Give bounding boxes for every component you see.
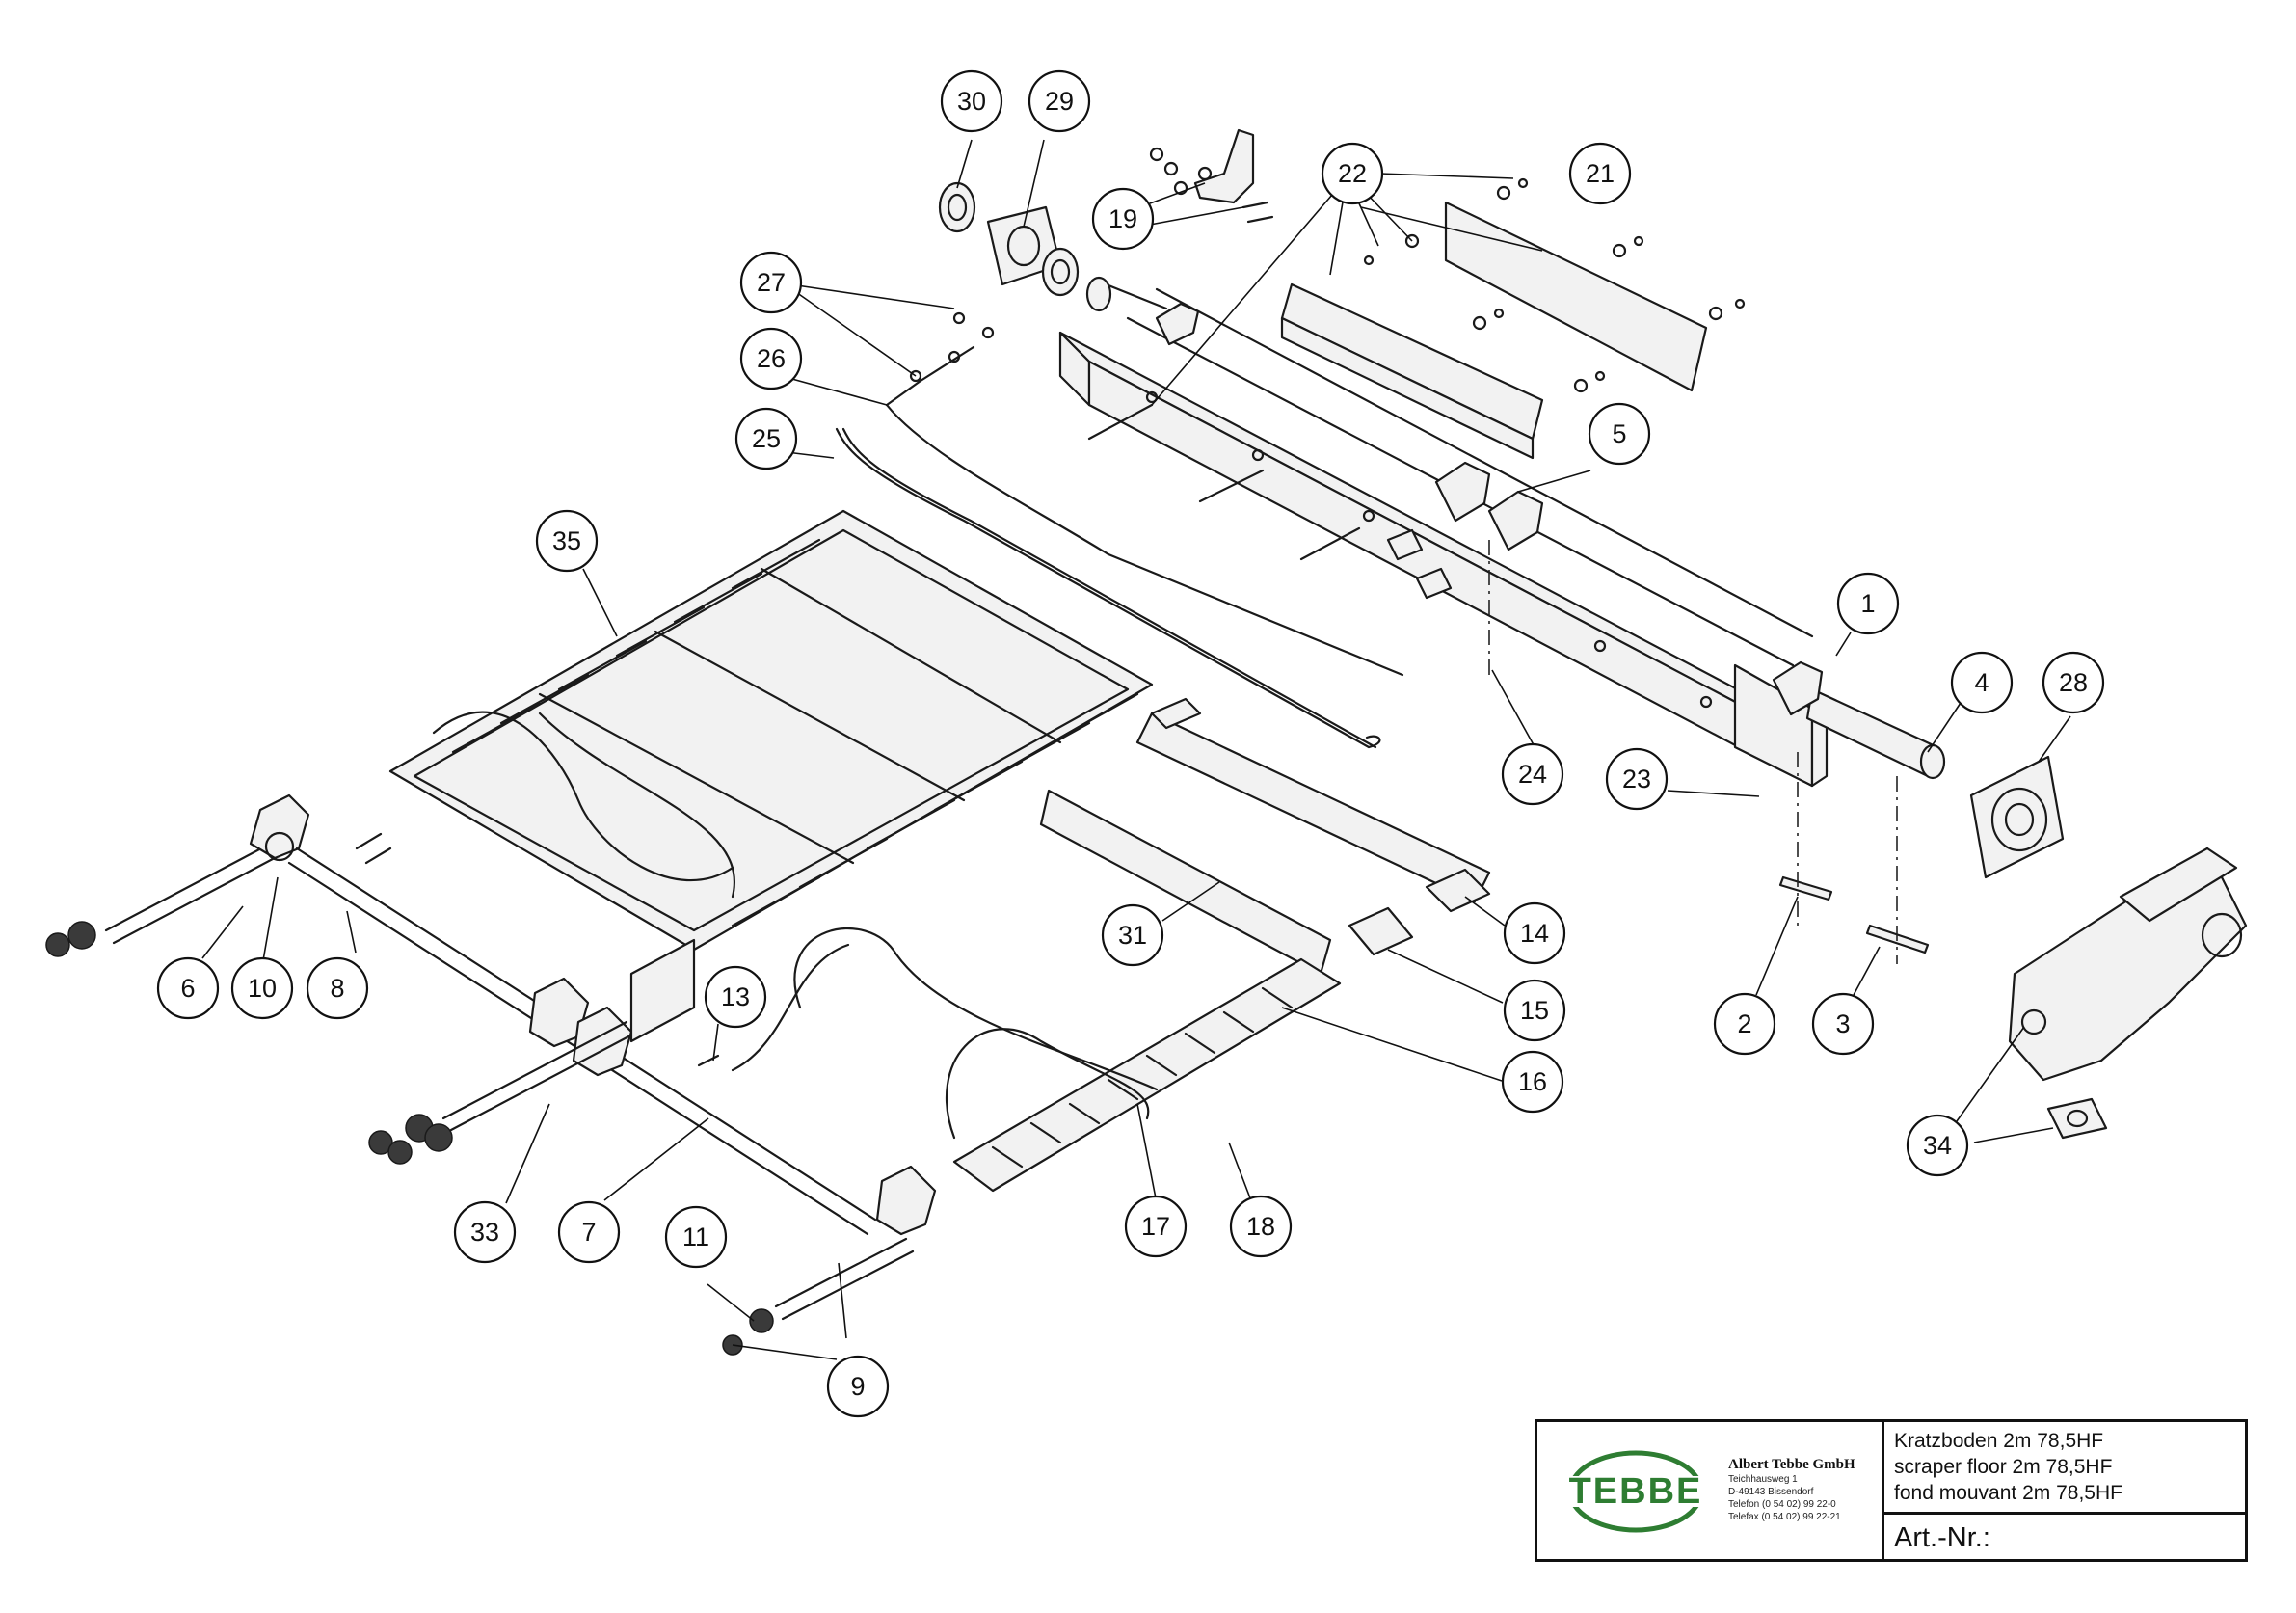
callouts: 1 2 3 4 5 6 7 8 9 10 11 13 14 15 16 17 1… (156, 69, 2105, 1418)
callout-7: 7 (557, 1200, 621, 1264)
bearing-parts (938, 128, 1274, 297)
svg-text:17: 17 (1141, 1212, 1170, 1241)
callout-26: 26 (739, 327, 803, 390)
callout-18: 18 (1229, 1195, 1293, 1258)
svg-text:19: 19 (1108, 204, 1137, 233)
company-info: Albert Tebbe GmbH Teichhausweg 1 D-49143… (1728, 1457, 1882, 1523)
callout-17: 17 (1124, 1195, 1188, 1258)
svg-text:27: 27 (757, 268, 786, 297)
svg-text:26: 26 (757, 344, 786, 373)
article-number-label: Art.-Nr.: (1894, 1522, 1990, 1553)
svg-text:14: 14 (1520, 919, 1549, 948)
svg-text:7: 7 (581, 1218, 596, 1247)
svg-text:29: 29 (1045, 87, 1074, 116)
svg-text:33: 33 (470, 1218, 499, 1247)
address-line: Teichhausweg 1 (1728, 1474, 1798, 1485)
svg-text:4: 4 (1974, 668, 1989, 697)
title-block-title-cell: Kratzboden 2m 78,5HF scraper floor 2m 78… (1884, 1422, 2245, 1559)
callout-34: 34 (1906, 1114, 1969, 1177)
fax-line: Telefax (0 54 02) 99 22-21 (1728, 1512, 1841, 1522)
svg-text:24: 24 (1518, 760, 1547, 789)
callout-9: 9 (826, 1355, 890, 1418)
svg-text:35: 35 (552, 526, 581, 555)
callout-6: 6 (156, 956, 220, 1020)
svg-text:18: 18 (1246, 1212, 1275, 1241)
callout-8: 8 (306, 956, 369, 1020)
gearbox-assembly (1969, 755, 2248, 1140)
svg-text:1: 1 (1860, 589, 1875, 618)
callout-24: 24 (1501, 742, 1564, 806)
callout-3: 3 (1811, 992, 1875, 1056)
callout-35: 35 (535, 509, 599, 573)
keys-and-centerlines (1488, 540, 1930, 964)
drawing-titles: Kratzboden 2m 78,5HF scraper floor 2m 78… (1884, 1422, 2245, 1515)
svg-text:30: 30 (957, 87, 986, 116)
title-english: scraper floor 2m 78,5HF (1894, 1456, 2113, 1478)
title-german: Kratzboden 2m 78,5HF (1894, 1430, 2104, 1452)
callout-1: 1 (1836, 572, 1900, 635)
callout-16: 16 (1501, 1050, 1564, 1114)
svg-text:34: 34 (1923, 1131, 1952, 1160)
svg-text:11: 11 (682, 1223, 709, 1251)
callout-23: 23 (1605, 747, 1669, 811)
callout-5: 5 (1588, 402, 1651, 466)
callout-33: 33 (453, 1200, 517, 1264)
svg-text:2: 2 (1737, 1009, 1751, 1038)
callout-2: 2 (1713, 992, 1776, 1056)
svg-text:6: 6 (180, 974, 195, 1003)
callout-29: 29 (1028, 69, 1091, 133)
callout-22: 22 (1321, 142, 1384, 205)
svg-text:8: 8 (330, 974, 344, 1003)
callout-25: 25 (734, 407, 798, 470)
title-block: TEBBE Albert Tebbe GmbH Teichhausweg 1 D… (1535, 1419, 2248, 1562)
svg-text:22: 22 (1338, 159, 1367, 188)
callout-30: 30 (940, 69, 1003, 133)
tebbe-logo: TEBBE (1555, 1450, 1717, 1533)
svg-text:16: 16 (1518, 1067, 1547, 1096)
callout-27: 27 (739, 251, 803, 314)
callout-4: 4 (1950, 651, 2014, 714)
callout-15: 15 (1503, 979, 1566, 1042)
svg-text:28: 28 (2059, 668, 2088, 697)
callout-11: 11 (664, 1205, 728, 1269)
svg-text:25: 25 (752, 424, 781, 453)
front-shaft-assembly (45, 793, 1159, 1356)
svg-text:TEBBE: TEBBE (1569, 1471, 1703, 1512)
chain-links (952, 697, 1491, 1193)
cover-plates (1280, 177, 1746, 460)
callout-21: 21 (1568, 142, 1632, 205)
callout-14: 14 (1503, 901, 1566, 965)
callout-19: 19 (1091, 187, 1155, 251)
title-french: fond mouvant 2m 78,5HF (1894, 1482, 2122, 1504)
address-line: D-49143 Bissendorf (1728, 1487, 1814, 1497)
callout-10: 10 (230, 956, 294, 1020)
main-beam-assembly (1058, 276, 1946, 788)
svg-text:13: 13 (721, 982, 750, 1011)
lubrication-lines (835, 311, 1404, 749)
svg-text:5: 5 (1612, 419, 1626, 448)
callout-13: 13 (704, 965, 767, 1029)
svg-text:10: 10 (248, 974, 277, 1003)
title-block-company-cell: TEBBE Albert Tebbe GmbH Teichhausweg 1 D… (1537, 1422, 1884, 1559)
callout-31: 31 (1101, 903, 1164, 967)
svg-text:21: 21 (1586, 159, 1615, 188)
leader-lines (201, 139, 2071, 1360)
phone-line: Telefon (0 54 02) 99 22-0 (1728, 1499, 1836, 1510)
company-name: Albert Tebbe GmbH (1728, 1457, 1855, 1472)
scraper-chain-frame (388, 509, 1154, 952)
svg-text:31: 31 (1118, 921, 1147, 950)
callout-28: 28 (2042, 651, 2105, 714)
svg-text:15: 15 (1520, 996, 1549, 1025)
svg-text:9: 9 (850, 1372, 865, 1401)
svg-text:23: 23 (1622, 765, 1651, 793)
svg-text:3: 3 (1835, 1009, 1850, 1038)
